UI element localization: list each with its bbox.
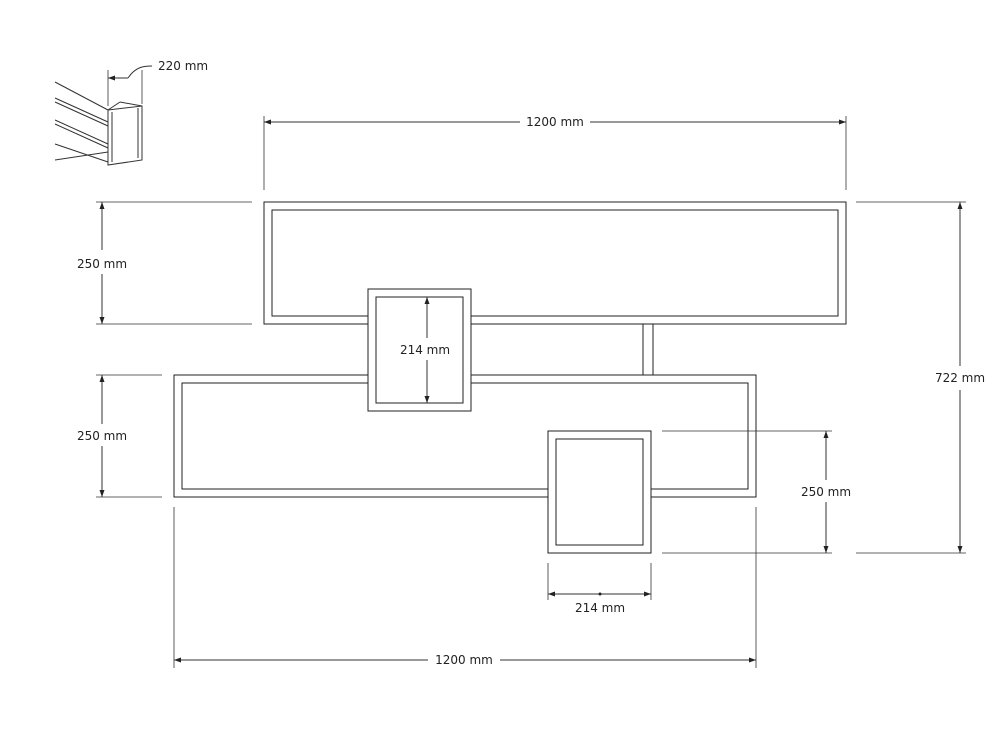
cube-width-label: 214 mm <box>575 601 625 615</box>
right-height-dimension: 250 mm <box>662 430 851 554</box>
top-width-label: 1200 mm <box>526 115 584 129</box>
right-height-label: 250 mm <box>801 485 851 499</box>
lower-cube <box>547 430 652 554</box>
top-width-dimension: 1200 mm <box>263 115 847 190</box>
vertical-support <box>642 323 654 376</box>
cube-height-label: 214 mm <box>400 343 450 357</box>
total-height-dimension: 722 mm <box>856 201 985 554</box>
upper-cube <box>367 288 472 412</box>
bottom-width-label: 1200 mm <box>435 653 493 667</box>
cube-width-dimension: 214 mm <box>547 563 652 615</box>
middle-height-label: 250 mm <box>77 429 127 443</box>
top-height-dimension: 250 mm <box>77 201 252 325</box>
bottom-width-dimension: 1200 mm <box>173 507 757 668</box>
total-height-label: 722 mm <box>935 371 985 385</box>
middle-height-dimension: 250 mm <box>77 374 162 498</box>
cube-height-dimension: 214 mm <box>400 297 450 403</box>
depth-inset-detail: 220 mm <box>54 59 208 166</box>
depth-dimension-label: 220 mm <box>158 59 208 73</box>
top-shelf-box <box>263 201 847 325</box>
top-height-label: 250 mm <box>77 257 127 271</box>
